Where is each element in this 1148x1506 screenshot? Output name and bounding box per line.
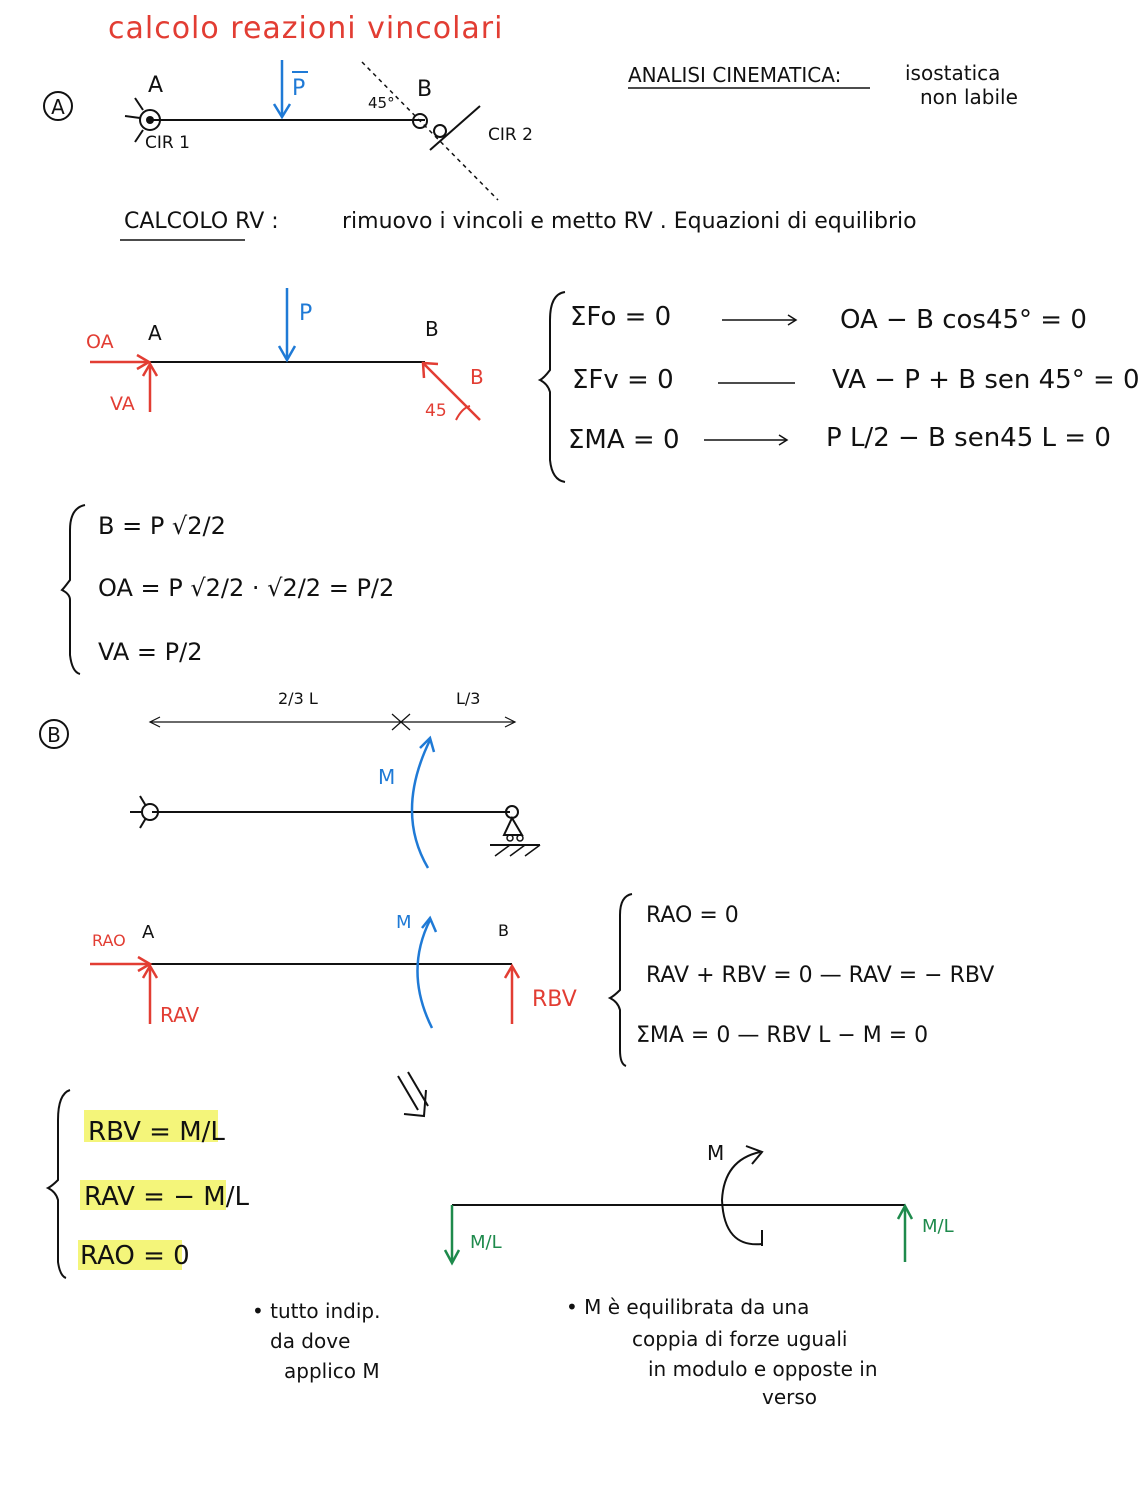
fbd-a: OA VA A B P B 45	[86, 288, 484, 421]
roller-plane	[429, 105, 481, 151]
dim-right-label: L/3	[456, 689, 480, 708]
eq-3-lhs: ΣMA = 0	[568, 425, 680, 455]
note-right-3: in modulo e opposte in	[648, 1357, 878, 1381]
section-a-circle	[43, 91, 73, 121]
hinge-icon	[130, 795, 159, 829]
eq-b-1: RAO = 0	[646, 903, 739, 928]
calc-title: CALCOLO RV :	[124, 209, 279, 234]
rao-label: RAO	[92, 931, 126, 950]
analysis-result-2: non labile	[920, 85, 1018, 109]
analysis-title: ANALISI CINEMATICA:	[628, 63, 841, 87]
rbv-label: RBV	[532, 987, 577, 1012]
couple-moment-arrow	[720, 1151, 763, 1246]
section-b-circle	[39, 719, 69, 749]
dim-left-label: 2/3 L	[278, 689, 318, 708]
highlight	[80, 1180, 226, 1210]
hinge-a-icon	[124, 97, 161, 143]
sol-b-brace	[45, 1089, 71, 1279]
sol-b-2: RAV = − M/L	[84, 1182, 249, 1212]
point-a-label: A	[148, 73, 163, 98]
analysis-result-1: isostatica	[905, 61, 1000, 85]
implies-icon	[397, 1071, 429, 1118]
point-b-label: B	[417, 77, 432, 102]
highlight	[84, 1110, 218, 1142]
eq-1-rhs: OA − B cos45° = 0	[840, 305, 1087, 335]
va-label: VA	[110, 393, 135, 415]
roller-b-icon	[412, 113, 428, 129]
note-left-2: da dove	[270, 1329, 350, 1353]
eq-2-lhs: ΣFv = 0	[572, 365, 674, 395]
eq-b-3: ΣMA = 0 — RBV L − M = 0	[636, 1023, 928, 1048]
fbd-moment-label: M	[396, 912, 412, 933]
note-right-2: coppia di forze uguali	[632, 1327, 847, 1351]
sol-a-2: OA = P √2/2 · √2/2 = P/2	[98, 574, 394, 602]
fbd-a-point-b: B	[425, 317, 439, 341]
fbd-b-label: B	[470, 365, 484, 389]
fbd-b-arrow	[423, 363, 481, 421]
section-a: A A CIR 1 P B 45° CIR 2 ANALISI CINEMATI…	[43, 60, 1140, 675]
fbd-a-point-a: A	[148, 321, 162, 345]
note-right-4: verso	[762, 1385, 817, 1409]
oa-label: OA	[86, 331, 114, 353]
sol-b-3: RAO = 0	[80, 1241, 190, 1271]
calc-text: rimuovo i vincoli e metto RV . Equazioni…	[342, 209, 917, 234]
couple-moment-label: M	[707, 1141, 724, 1165]
sol-a-brace	[60, 504, 86, 675]
fbd-b-point-b: B	[498, 921, 509, 940]
fbd-p-label: P	[299, 301, 312, 326]
sol-b-1: RBV = M/L	[88, 1117, 225, 1147]
note-right-1: • M è equilibrata da una	[566, 1295, 809, 1319]
note-left-1: • tutto indip.	[252, 1299, 381, 1323]
force-p-label: P	[292, 76, 305, 101]
moment-m-arrow	[410, 739, 432, 869]
eq-b-brace	[607, 893, 633, 1067]
cir2-label: CIR 2	[488, 125, 533, 145]
fbd-moment-arrow	[416, 919, 434, 1029]
rav-label: RAV	[160, 1003, 199, 1027]
eq-3-rhs: P L/2 − B sen45 L = 0	[826, 423, 1111, 453]
eq-2-rhs: VA − P + B sen 45° = 0	[832, 365, 1140, 395]
fbd-b-point-a: A	[142, 922, 155, 943]
sol-a-3: VA = P/2	[98, 638, 203, 666]
couple-right-label: M/L	[922, 1216, 954, 1237]
eq-1-lhs: ΣFo = 0	[570, 302, 671, 332]
section-b-label: B	[47, 723, 61, 747]
angle-label: 45°	[368, 94, 395, 112]
highlight	[78, 1240, 182, 1270]
section-b: B 2/3 L L/3 M	[39, 689, 994, 1409]
note-left-3: applico M	[284, 1359, 380, 1383]
moment-m-label: M	[378, 765, 395, 789]
couple-left-label: M/L	[470, 1232, 502, 1253]
fbd-angle-label: 45	[425, 401, 447, 421]
roller-icon	[490, 805, 541, 857]
page-title: calcolo reazioni vincolari	[108, 11, 503, 46]
section-a-label: A	[51, 95, 65, 119]
eq-brace	[537, 291, 566, 483]
cir1-label: CIR 1	[145, 133, 190, 153]
eq-b-2: RAV + RBV = 0 — RAV = − RBV	[646, 963, 994, 988]
cir-line	[361, 61, 499, 201]
sol-a-1: B = P √2/2	[98, 512, 226, 540]
